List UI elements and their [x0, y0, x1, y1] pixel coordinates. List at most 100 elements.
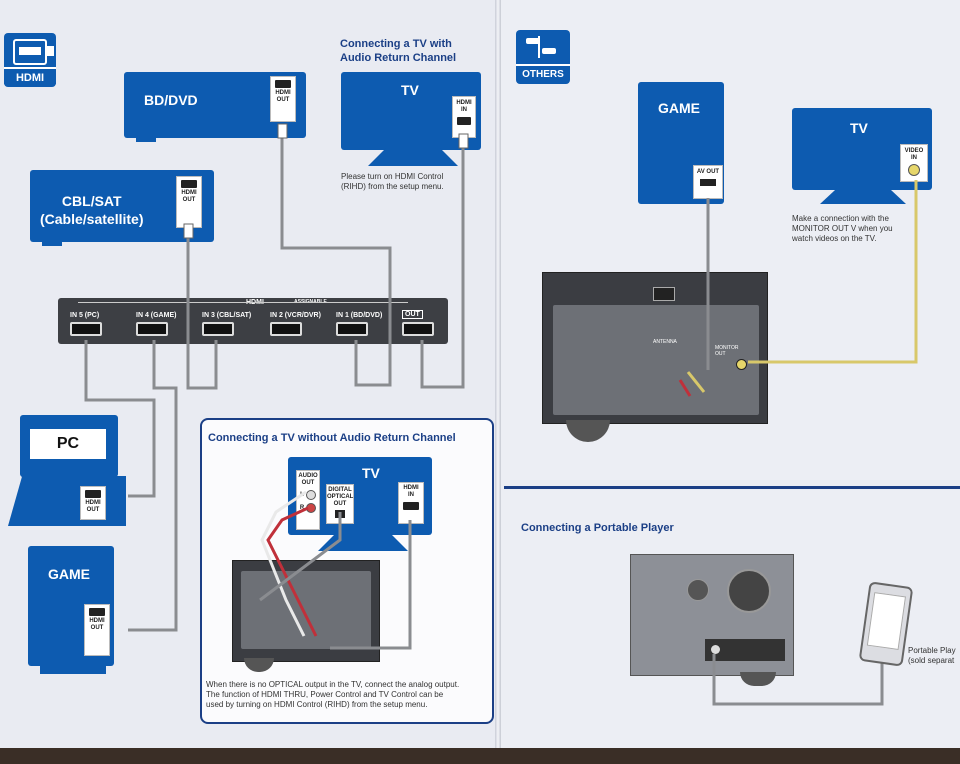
no-arc-receiver-panel [241, 571, 371, 649]
no-arc-receiver [232, 560, 380, 662]
cbl-sat-hdmi-port[interactable] [181, 180, 197, 188]
hdmi-badge: HDMI [4, 33, 56, 87]
cbl-sat-port-label: HDMI OUT [181, 190, 197, 203]
others-receiver-monitor-jack[interactable] [736, 359, 747, 370]
right-divider [504, 486, 960, 489]
table-surface [0, 748, 960, 764]
portable-heading: Connecting a Portable Player [521, 522, 674, 534]
rca-plug-icon [526, 36, 560, 58]
hdmi-in1-label: IN 1 (BD/DVD) [336, 312, 383, 319]
tv-arc-hdmi-in-card: HDMI IN [452, 96, 476, 138]
tv-arc-stand [368, 148, 458, 166]
hdmi-badge-label: HDMI [4, 67, 56, 84]
cable-audio-r [266, 506, 318, 637]
cable-audio-l [260, 490, 307, 637]
cable-video [748, 180, 918, 364]
portable-label: Portable Play (sold separat [908, 646, 956, 665]
cable-game [128, 340, 178, 632]
others-badge-label: OTHERS [516, 64, 570, 80]
cbl-sat-hdmi-out-card: HDMI OUT [176, 176, 202, 228]
portable-receiver-knob-small[interactable] [687, 579, 709, 601]
others-receiver-monitor-label: MONITOR OUT [715, 345, 739, 357]
plug-bd-dvd [277, 123, 288, 139]
cable-portable [712, 654, 884, 706]
game-left-port-label: HDMI OUT [89, 618, 105, 631]
no-arc-hdmi-port[interactable] [403, 502, 419, 510]
game-right-av-out-card: AV OUT [693, 165, 723, 199]
game-left-label: GAME [48, 566, 90, 582]
game-right-port-label: AV OUT [696, 169, 720, 175]
tv-arc-hdmi-port[interactable] [457, 117, 471, 125]
bd-dvd-label: BD/DVD [144, 92, 198, 108]
cable-cbl-sat [186, 228, 218, 390]
bd-dvd-foot [136, 136, 156, 142]
cbl-sat-label: CBL/SAT (Cable/satellite) [40, 193, 144, 227]
bd-dvd-hdmi-port[interactable] [275, 80, 291, 88]
no-arc-cables [259, 490, 412, 650]
game-right-av-port[interactable] [700, 179, 716, 186]
tv-arc-port-label: HDMI IN [456, 100, 472, 113]
bd-dvd-port-label: HDMI OUT [275, 90, 291, 103]
portable-receiver-input-panel [705, 639, 785, 661]
cable-no-arc-hdmi [330, 520, 412, 650]
others-badge: OTHERS [516, 30, 570, 84]
portable-receiver-knob[interactable] [727, 569, 771, 613]
tv-arc-heading: Connecting a TV with Audio Return Channe… [340, 38, 457, 64]
game-left-foot [40, 664, 106, 674]
cbl-sat-foot [42, 240, 62, 246]
pc-hdmi-out-card: HDMI OUT [80, 486, 106, 520]
tv-arc-note: Please turn on HDMI Control (RIHD) from … [341, 172, 444, 191]
hdmi-in1-port[interactable] [336, 322, 368, 336]
no-arc-hdmi-in-label: HDMI IN [403, 485, 419, 498]
hdmi-in2-port[interactable] [270, 322, 302, 336]
tv-arc-label: TV [401, 82, 419, 98]
bd-dvd-hdmi-out-card: HDMI OUT [270, 76, 296, 122]
no-arc-optical-label: DIGITAL OPTICAL OUT [327, 487, 354, 507]
pc-port-label: HDMI OUT [85, 500, 101, 513]
hdmi-in4-label: IN 4 (GAME) [136, 312, 177, 319]
no-arc-receiver-foot [244, 658, 274, 672]
others-receiver: ANTENNA MONITOR OUT [542, 272, 768, 424]
others-receiver-antenna-label: ANTENNA [653, 339, 677, 345]
tv-right-stand [820, 188, 906, 204]
cable-tv-arc [420, 140, 465, 389]
game-left-hdmi-out-card: HDMI OUT [84, 604, 110, 656]
tv-right-note: Make a connection with the MONITOR OUT V… [792, 214, 893, 243]
plug-cbl-sat [183, 223, 194, 239]
pc-screen: PC [20, 415, 118, 477]
pc-base [8, 476, 126, 526]
cable-bd-dvd [280, 128, 392, 387]
hdmi-out-port[interactable] [402, 322, 434, 336]
hdmi-in3-port[interactable] [202, 322, 234, 336]
page-fold [495, 0, 501, 752]
hdmi-in5-port[interactable] [70, 322, 102, 336]
hdmi-in5-label: IN 5 (PC) [70, 312, 100, 319]
hdmi-in4-port[interactable] [136, 322, 168, 336]
tv-right-port-label: VIDEO IN [904, 148, 924, 161]
game-left-hdmi-port[interactable] [89, 608, 105, 616]
pc-hdmi-port[interactable] [85, 490, 101, 498]
hdmi-input-panel: HDMI ASSIGNABLE IN 5 (PC) IN 4 (GAME) IN… [58, 298, 448, 344]
game-right-label: GAME [658, 100, 700, 116]
cable-pc [84, 340, 156, 498]
pc-label: PC [30, 429, 106, 459]
no-arc-audio-l-jack[interactable] [305, 490, 316, 500]
no-arc-heading: Connecting a TV without Audio Return Cha… [208, 432, 456, 444]
portable-receiver-front [630, 554, 794, 676]
plug-tv-arc [458, 133, 469, 149]
others-receiver-foot [566, 420, 610, 442]
others-receiver-vga-port[interactable] [653, 287, 675, 301]
cable-optical [259, 512, 342, 602]
no-arc-caption: When there is no OPTICAL output in the T… [206, 680, 460, 709]
others-receiver-panel [553, 305, 759, 415]
portable-receiver-aux-jack[interactable] [711, 645, 720, 654]
hdmi-in2-label: IN 2 (VCR/DVR) [270, 312, 321, 319]
cable-av-yellow [686, 371, 706, 393]
tv-right-video-jack[interactable] [908, 164, 920, 176]
tv-right-label: TV [850, 120, 868, 136]
no-arc-audio-out-label: AUDIO OUT [298, 473, 318, 486]
no-arc-tv-label: TV [362, 465, 380, 481]
hdmi-in3-label: IN 3 (CBL/SAT) [202, 312, 252, 319]
cable-av-red [678, 379, 692, 397]
